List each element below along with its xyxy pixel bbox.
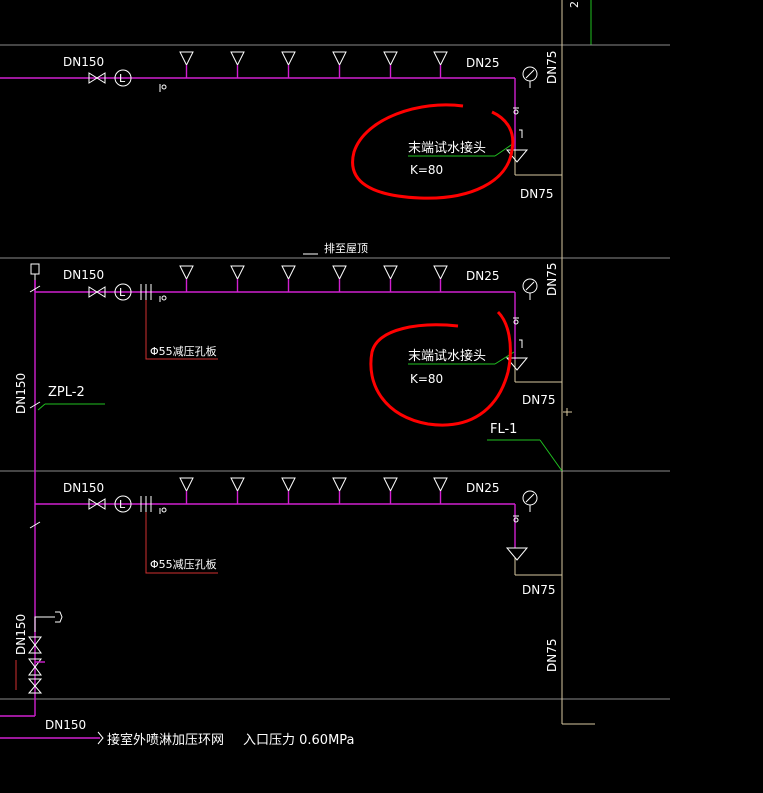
floor-2-test-connector-icon	[505, 357, 529, 371]
floor-2-flow-indicator: L	[114, 283, 132, 301]
floor-2-highlight-circle	[369, 310, 512, 427]
svg-text:L: L	[119, 286, 126, 299]
floor-2-inlet-size: DN150	[63, 268, 104, 282]
floor-3-orifice-leader	[145, 512, 218, 574]
floor-3: L	[35, 477, 562, 673]
floor-3-sprinklers	[179, 477, 448, 504]
floor-1-test-valve	[159, 84, 167, 92]
floor-2: L	[35, 263, 562, 427]
floor-3-flow-indicator: L	[114, 495, 132, 513]
floor-2-sprinklers	[179, 265, 448, 292]
inlet-connection-text: 接室外喷淋加压环网	[107, 732, 224, 748]
inlet-break-icon	[97, 731, 104, 745]
floor-2-test-connector-label: 末端试水接头	[408, 348, 486, 364]
floor-3-orifice-label: Φ55减压孔板	[150, 557, 217, 571]
inlet-valve-size: DN150	[14, 614, 28, 655]
zpl-tag: ZPL-2	[48, 385, 85, 400]
sprinkler-icon	[383, 265, 398, 281]
floor-3-end-valve	[513, 515, 519, 523]
floor-1-sprinklers	[179, 51, 448, 78]
sprinkler-icon	[281, 51, 296, 67]
floor-1-end-valve	[513, 107, 523, 138]
floor-2-orifice-label: Φ55减压孔板	[150, 344, 217, 358]
floor-2-end-valve	[513, 317, 523, 348]
sprinkler-icon	[230, 265, 245, 281]
floor-1-drain-size: DN75	[520, 187, 554, 201]
floor-1-highlight-circle	[351, 103, 515, 200]
fl-tag: FL-1	[490, 422, 517, 437]
floor-2-gate-valve	[88, 286, 106, 298]
floor-2-drain-size: DN75	[522, 393, 556, 407]
sprinkler-icon	[230, 51, 245, 67]
zpl-vent	[30, 263, 40, 280]
floor-2-orifice-leader	[145, 300, 218, 360]
sprinkler-icon	[179, 477, 194, 493]
floor-3-test-connector-icon	[505, 547, 529, 561]
floor-3-branch-size: DN25	[466, 481, 500, 495]
inlet-pressure-text: 入口压力 0.60MPa	[243, 733, 355, 748]
inlet-main-size: DN150	[45, 718, 86, 732]
floor-2-pressure-gauge	[522, 278, 538, 300]
inlet-valve-group	[27, 611, 63, 694]
svg-text:L: L	[119, 72, 126, 85]
sprinkler-icon	[332, 477, 347, 493]
floor-1: L	[0, 51, 562, 201]
top-fragment-text: 2	[568, 1, 581, 8]
sprinkler-icon	[383, 477, 398, 493]
zpl-riser: ZPL-2 DN150 DN150	[0, 263, 105, 745]
floor-3-gate-valve	[88, 498, 106, 510]
floor-1-inlet-size: DN150	[63, 55, 104, 69]
floor-3-inlet-size: DN150	[63, 481, 104, 495]
floor-1-k-factor: K=80	[410, 163, 443, 177]
floor-2-orifice-plate	[140, 284, 167, 302]
floor-2-branch-size: DN25	[466, 269, 500, 283]
sprinkler-icon	[433, 265, 448, 281]
sprinkler-icon	[179, 51, 194, 67]
floor-1-riser-size: DN75	[545, 51, 559, 85]
floor-1-branch-size: DN25	[466, 56, 500, 70]
zpl-size: DN150	[14, 373, 28, 414]
sprinkler-icon	[433, 477, 448, 493]
sprinkler-icon	[332, 51, 347, 67]
sprinkler-icon	[332, 265, 347, 281]
floor-3-orifice-plate	[140, 496, 167, 514]
roof-note: 排至屋顶	[324, 241, 368, 255]
sprinkler-icon	[179, 265, 194, 281]
floor-3-pressure-gauge	[522, 490, 538, 512]
floor-1-flow-indicator: L	[114, 69, 132, 87]
floor-3-riser-size: DN75	[545, 639, 559, 673]
sprinkler-icon	[230, 477, 245, 493]
floor-1-test-connector-label: 末端试水接头	[408, 140, 486, 156]
floor-2-k-factor: K=80	[410, 372, 443, 386]
floor-1-pressure-gauge	[522, 66, 538, 88]
sprinkler-icon	[281, 477, 296, 493]
sprinkler-icon	[433, 51, 448, 67]
floor-1-gate-valve	[88, 72, 106, 84]
sprinkler-icon	[383, 51, 398, 67]
floor-3-drain-size: DN75	[522, 583, 556, 597]
sprinkler-icon	[281, 265, 296, 281]
floor-2-riser-size: DN75	[545, 263, 559, 297]
svg-text:L: L	[119, 498, 126, 511]
